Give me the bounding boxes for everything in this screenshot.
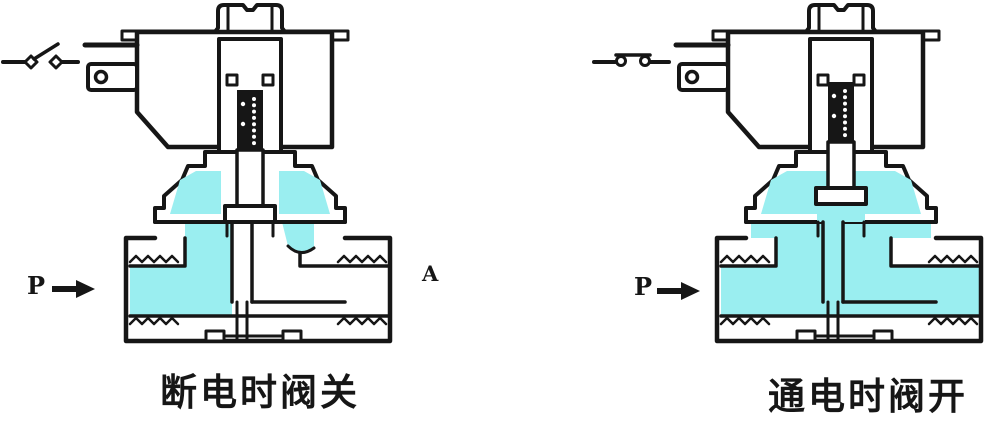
valve-body (123, 220, 393, 344)
solenoid-coil (82, 3, 350, 157)
spring-icon (843, 101, 847, 106)
inlet-port-label-left: P (27, 271, 46, 300)
pipe-threads (719, 254, 979, 326)
spring-icon (252, 134, 256, 139)
outlet-port-label-left: A (422, 261, 439, 286)
spring-icon (252, 109, 256, 114)
pipe-threads (128, 254, 388, 326)
spring-icon (843, 120, 847, 125)
spring-icon (843, 126, 847, 131)
fluid-bonnet (170, 171, 330, 214)
spring-icon (252, 115, 256, 120)
spring-icon (843, 107, 847, 112)
switch-icon (1, 42, 80, 70)
fluid-body (130, 224, 232, 316)
diaphragm-assembly (744, 140, 938, 224)
flow-arrow-icon-left (52, 280, 95, 298)
spring-icon (252, 97, 256, 101)
switch-icon (592, 53, 671, 67)
spring-icon (843, 133, 847, 138)
spring-icon (843, 114, 847, 119)
valve-diagram-deenergized (1, 3, 393, 344)
spring-icon (843, 89, 847, 93)
inlet-port-label-right: P (634, 272, 653, 301)
valve-diagram-energized (592, 3, 984, 344)
spring-icon (252, 128, 256, 133)
spring-icon (843, 95, 847, 100)
caption-valve-open: 通电时阀开 (768, 376, 968, 417)
spring-icon (252, 103, 256, 108)
plunger (828, 82, 854, 142)
flow-arrow-icon-right (657, 282, 700, 300)
diaphragm-assembly (153, 148, 347, 224)
spring-icon (252, 122, 256, 127)
plunger (237, 90, 263, 150)
valve-body (714, 220, 984, 344)
caption-valve-closed: 断电时阀关 (160, 372, 360, 413)
solenoid-coil (673, 3, 941, 157)
spring-icon (252, 141, 256, 146)
